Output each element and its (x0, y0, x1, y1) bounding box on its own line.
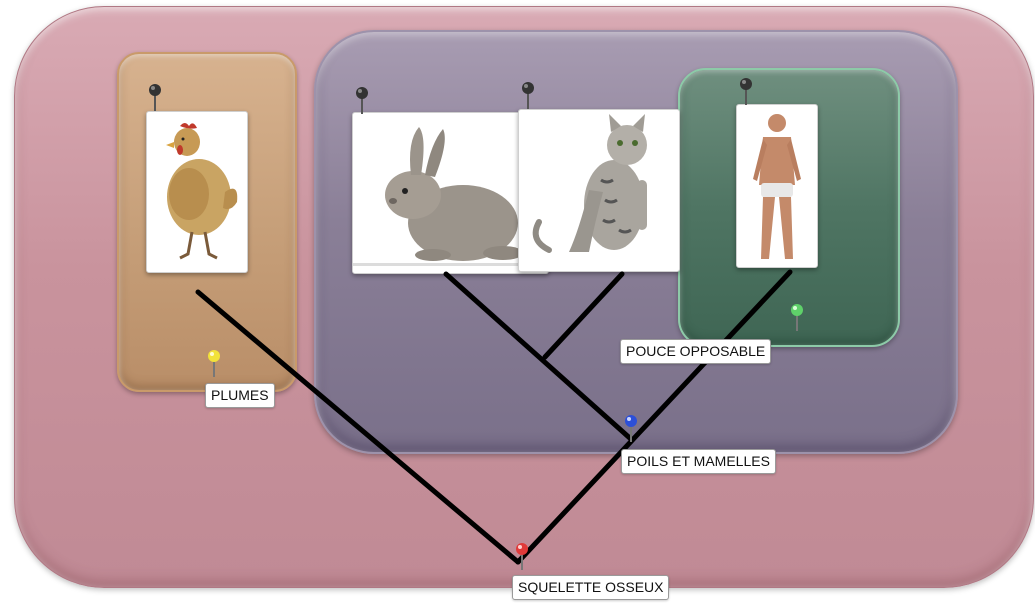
pin-plumes[interactable] (207, 349, 221, 377)
pin-squelette[interactable] (515, 542, 529, 570)
pin-human[interactable] (739, 77, 753, 105)
label-squelette-osseux[interactable]: SQUELETTE OSSEUX (512, 575, 669, 600)
label-poils-et-mamelles[interactable]: POILS ET MAMELLES (621, 449, 776, 474)
pin-pouce[interactable] (790, 303, 804, 331)
pin-chicken[interactable] (148, 83, 162, 111)
label-pouce-opposable[interactable]: POUCE OPPOSABLE (620, 339, 771, 364)
label-plumes[interactable]: PLUMES (205, 383, 275, 408)
pin-cat[interactable] (521, 81, 535, 109)
chicken-card[interactable] (146, 111, 248, 273)
cat-card[interactable] (518, 109, 680, 272)
pin-poils[interactable] (624, 414, 638, 442)
human-card[interactable] (736, 104, 818, 268)
chicken-image (147, 112, 247, 272)
human-image (737, 105, 817, 267)
pin-rabbit[interactable] (355, 86, 369, 114)
cat-image (519, 110, 679, 271)
